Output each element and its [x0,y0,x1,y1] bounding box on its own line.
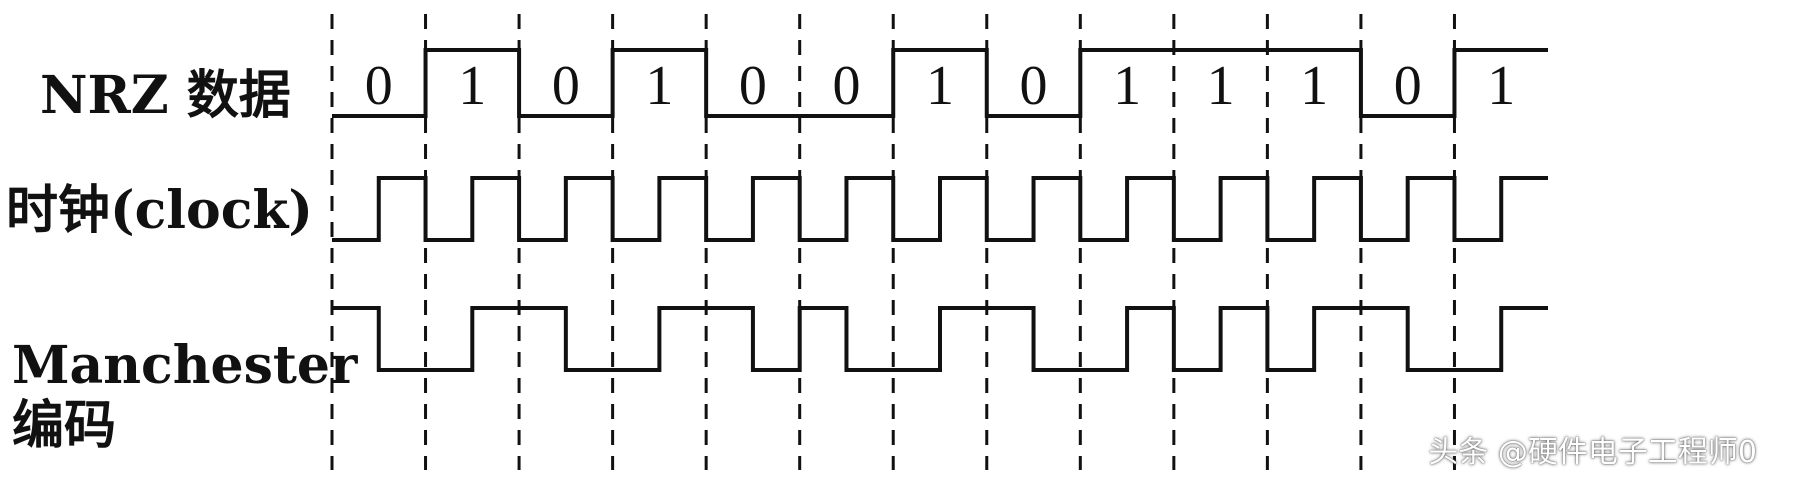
nrz-wave-path [332,48,1548,118]
manchester-encoding-label: 编码 [12,395,117,456]
nrz-data-label: NRZ 数据 [40,65,291,126]
bit-label: 1 [1487,55,1515,117]
manchester-waveform [332,306,1548,372]
bit-label: 0 [739,55,767,117]
bit-label: 1 [1113,55,1141,117]
bit-label: 1 [1207,55,1235,117]
bit-label: 0 [1020,55,1048,117]
watermark-text: 头条 @硬件电子工程师0 [1428,435,1757,470]
bit-label: 1 [645,55,673,117]
bit-label: 0 [832,55,860,117]
nrz-waveform [332,48,1548,118]
bit-label: 0 [552,55,580,117]
manchester-label: Manchester [12,335,358,396]
clock-waveform [332,176,1548,242]
bit-value-labels: 0 1 0 1 0 0 1 0 1 1 1 0 1 [365,55,1515,117]
bit-label: 0 [1394,55,1422,117]
bit-label: 1 [458,55,486,117]
bit-label: 0 [365,55,393,117]
bit-label: 1 [1300,55,1328,117]
bit-label: 1 [926,55,954,117]
clock-wave-path [332,176,1548,242]
clock-label: 时钟(clock) [6,180,313,241]
manchester-wave-path [332,306,1548,372]
